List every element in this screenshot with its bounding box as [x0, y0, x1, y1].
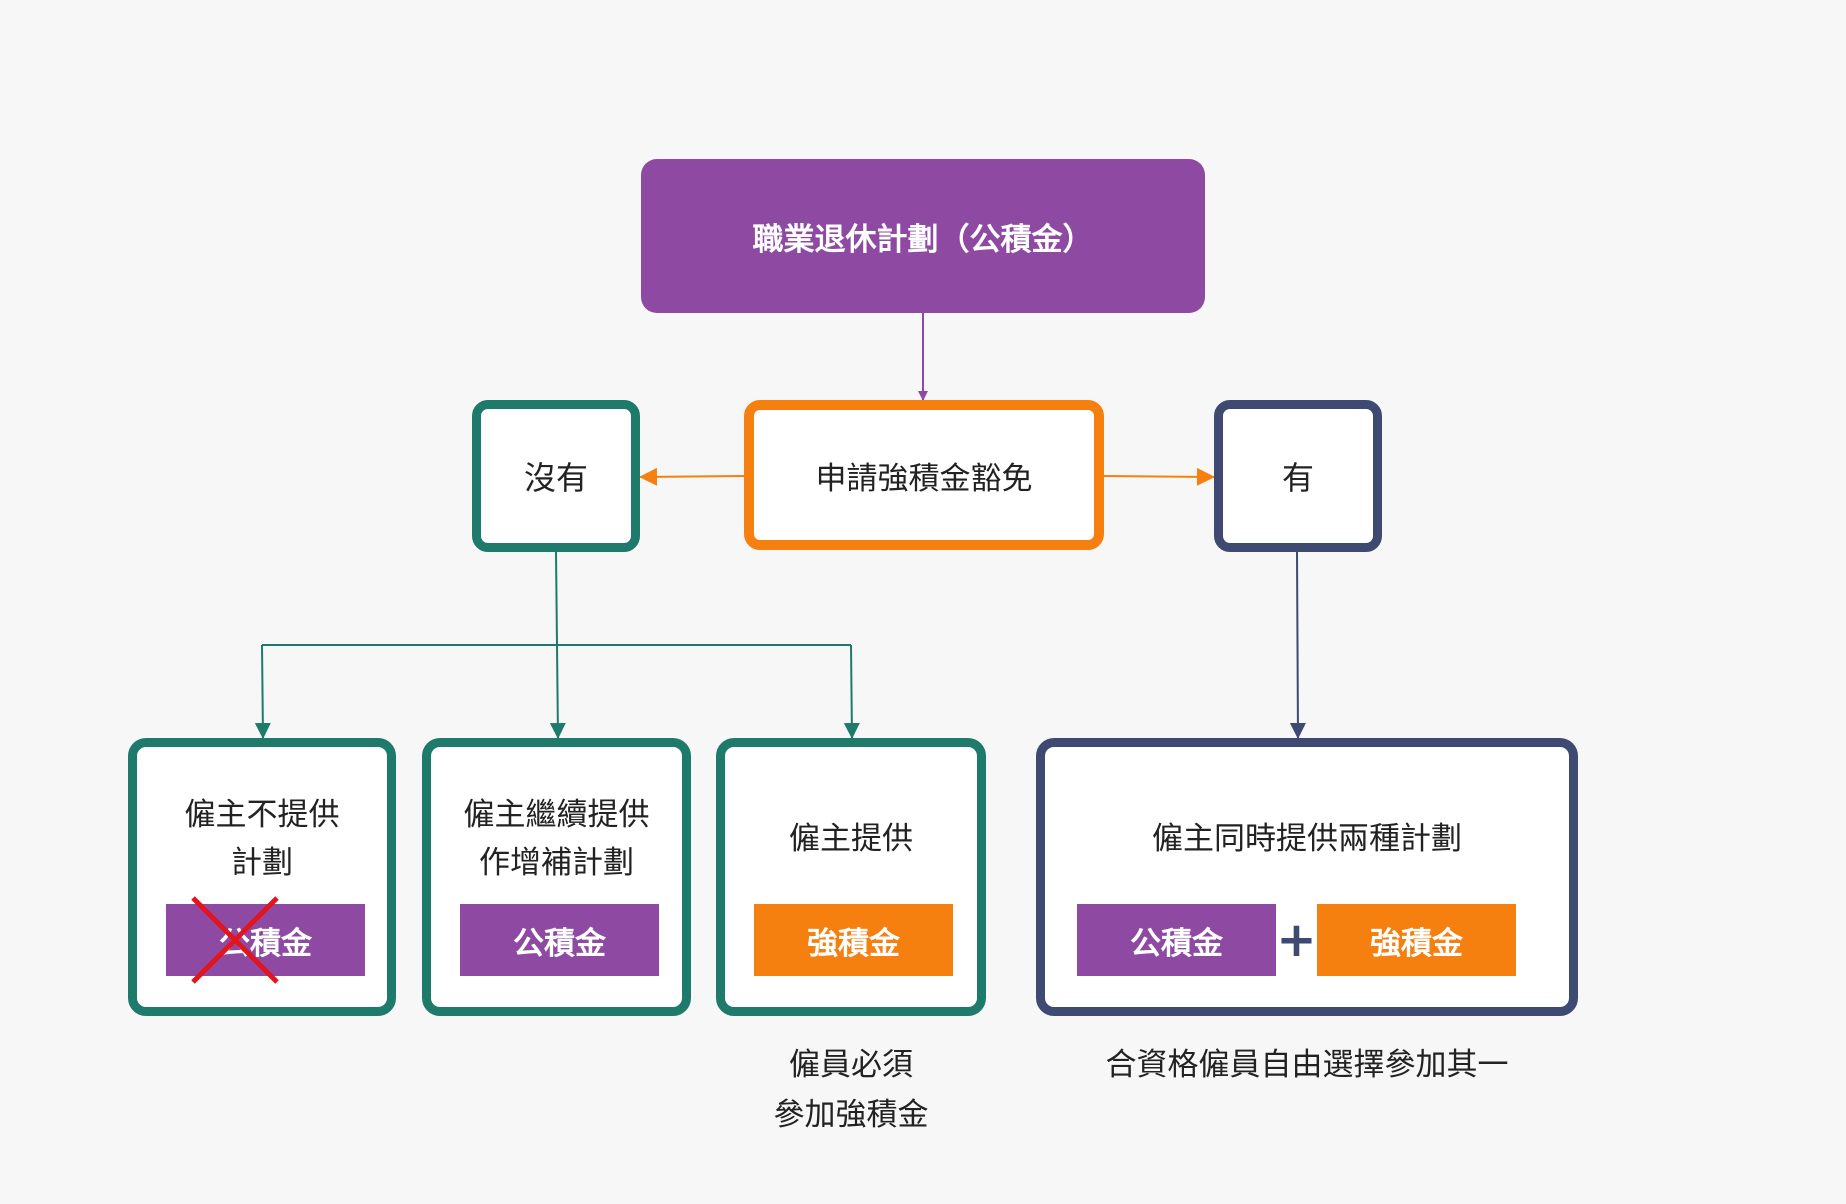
yes-branch-label: 有	[1281, 459, 1314, 497]
line-no-to-split	[555, 551, 558, 646]
option-continue-line2: 作增補計劃	[479, 845, 634, 881]
arrow-apply-to-yes	[1103, 467, 1215, 486]
no-branch-label: 沒有	[523, 459, 588, 497]
option-provide-both: 僱主同時提供兩種計劃 公積金 + 強積金	[1036, 738, 1578, 1016]
option-provide-mpf: 僱主提供 強積金	[716, 738, 986, 1016]
arrow-apply-to-no	[639, 467, 745, 486]
yes-branch-box: 有	[1214, 400, 1382, 552]
arrow-yes-to-option4	[1289, 551, 1306, 739]
option-no-scheme-line2: 計劃	[231, 845, 293, 881]
mpf-tag: 強積金	[754, 904, 953, 976]
option-no-scheme-text: 僱主不提供 計劃	[137, 791, 387, 887]
option-provide-both-line1: 僱主同時提供兩種計劃	[1152, 821, 1462, 857]
apply-exemption-label: 申請強積金豁免	[815, 460, 1033, 497]
mpf-tag-right: 強積金	[1317, 904, 1516, 976]
employee-must-join-note: 僱員必須 參加強積金	[716, 1040, 986, 1140]
option-continue-supplementary: 僱主繼續提供 作增補計劃 公積金	[422, 738, 691, 1016]
plus-icon: +	[1276, 912, 1317, 968]
employee-note-line1: 僱員必須	[789, 1047, 913, 1083]
option-no-scheme: 僱主不提供 計劃 公積金	[128, 738, 396, 1016]
retirement-scheme-title: 職業退休計劃（公積金）	[752, 221, 1094, 258]
orso-tag-left: 公積金	[1077, 904, 1276, 976]
employee-note-line2: 參加強積金	[773, 1097, 929, 1133]
orso-tag: 公積金	[460, 904, 659, 976]
option-continue-text: 僱主繼續提供 作增補計劃	[431, 791, 682, 887]
no-branch-box: 沒有	[472, 400, 640, 552]
apply-exemption-box: 申請強積金豁免	[744, 400, 1104, 550]
free-choice-note: 合資格僱員自由選擇參加其一	[1105, 1047, 1509, 1083]
arrow-to-option1	[254, 644, 271, 739]
arrow-to-option2	[549, 644, 566, 739]
option-provide-mpf-line1: 僱主提供	[789, 821, 913, 857]
arrow-to-option3	[843, 644, 860, 739]
red-cross-icon	[191, 896, 279, 984]
option-no-scheme-line1: 僱主不提供	[184, 797, 340, 833]
option-continue-line1: 僱主繼續提供	[463, 797, 650, 833]
retirement-scheme-box: 職業退休計劃（公積金）	[641, 159, 1205, 313]
